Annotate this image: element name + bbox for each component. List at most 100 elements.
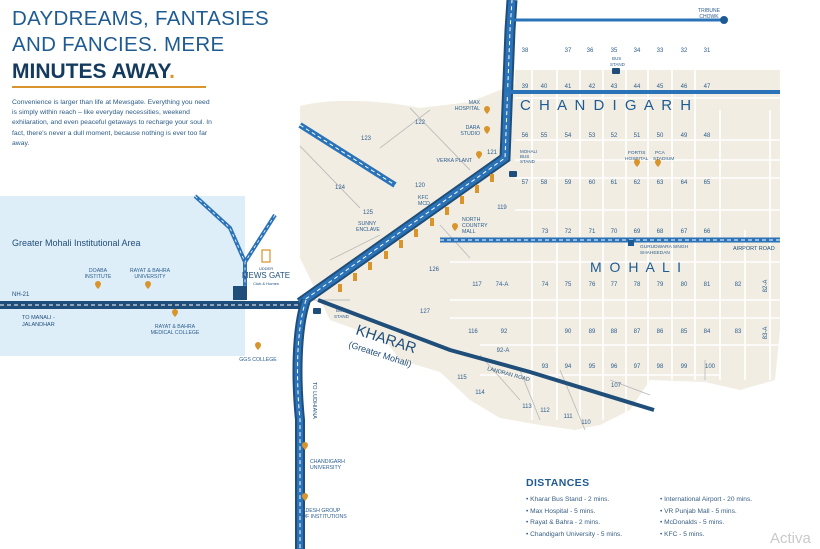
rayatmed-label-2: MEDICAL COLLEGE <box>151 330 200 336</box>
sector-number: 54 <box>565 133 572 139</box>
sector-number: 114 <box>475 390 485 396</box>
sector-number: 55 <box>541 133 548 139</box>
sector-number: 79 <box>657 282 664 288</box>
sector-number: 52 <box>611 133 618 139</box>
distance-item: • Chandigarh University - 5 mins. <box>526 530 623 538</box>
sector-number: 75 <box>565 282 572 288</box>
dara-label-1: DARA <box>466 125 481 131</box>
location-pin-icon <box>484 126 490 134</box>
headline-line-3: MINUTES AWAY. <box>12 58 269 86</box>
bs17-label-1: BUS <box>612 56 621 61</box>
distance-item: • VR Punjab Mall - 5 mins. <box>660 507 737 515</box>
sector-number: 116 <box>468 329 478 335</box>
bus-stand-label-1: BUS <box>336 308 345 313</box>
sector-number: 77 <box>611 282 618 288</box>
headline-line-2: AND FANCIES. MERE <box>12 33 225 56</box>
sector-number: 85 <box>681 329 688 335</box>
sector-number: 74 <box>542 282 549 288</box>
sector-number: 90 <box>565 329 572 335</box>
chandigarh-label: C H A N D I G A R H <box>520 97 693 114</box>
sector-number: 71 <box>589 229 596 235</box>
headline-line-3-text: MINUTES AWAY <box>12 60 170 83</box>
sector-number: 34 <box>634 48 641 54</box>
sector-number: 76 <box>589 282 596 288</box>
bus-stand-label-2: STAND <box>334 314 350 319</box>
location-pin-icon <box>634 159 640 167</box>
ncm-label-1: NORTH <box>462 217 481 223</box>
headline: DAYDREAMS, FANTASIES AND FANCIES. MERE M… <box>12 6 269 88</box>
sector-number: 115 <box>457 375 467 381</box>
sector-number: 83-A <box>763 327 769 340</box>
adesh-label-2: OF INSTITUTIONS <box>302 514 347 520</box>
location-pin-icon <box>172 309 178 317</box>
max-label-2: HOSPITAL <box>455 106 480 112</box>
nh21-label: NH-21 <box>12 292 30 298</box>
sector-number: 56 <box>522 133 529 139</box>
headline-line-1: DAYDREAMS, FANTASIES <box>12 7 269 30</box>
distances-col-2: • International Airport - 20 mins. • VR … <box>660 494 752 540</box>
tribune-label: TRIBUNE <box>698 8 721 14</box>
location-pin-icon <box>476 151 482 159</box>
landmark-labels: MAX HOSPITAL DARA STUDIO VERKA PLANT KFC… <box>85 56 689 520</box>
manali-label-2: JALANDHAR <box>22 322 55 328</box>
ncm-label-2: COUNTRY <box>462 223 488 229</box>
project-logo-icon <box>261 249 271 263</box>
sector-number: 58 <box>541 180 548 186</box>
fortis-label-2: HOSPITAL <box>625 156 649 162</box>
mohali-label: M O H A L I <box>590 259 683 275</box>
sector-number: 87 <box>634 329 641 335</box>
location-pin-icon <box>95 281 101 289</box>
ncm-label-3: MALL <box>462 229 476 235</box>
sector-number: 64 <box>681 180 688 186</box>
kfc-label-1: KFC <box>418 195 429 201</box>
headline-dot: . <box>169 60 175 83</box>
sector-number: 39 <box>522 84 529 90</box>
sector-number: 43 <box>611 84 618 90</box>
sector-number: 59 <box>565 180 572 186</box>
sector-number: 125 <box>363 210 374 216</box>
sector-number: 94 <box>565 364 572 370</box>
sector-number: 31 <box>704 48 711 54</box>
distance-item: • International Airport - 20 mins. <box>660 496 753 503</box>
sector-number: 48 <box>704 133 711 139</box>
sector-number: 73 <box>542 229 549 235</box>
project-square-marker <box>233 286 247 300</box>
chandigarh-road <box>505 18 780 94</box>
verka-label: VERKA PLANT <box>437 158 473 164</box>
sector-number: 45 <box>657 84 664 90</box>
sector-number: 69 <box>634 229 641 235</box>
sector-number: 81 <box>704 282 711 288</box>
sector-number: 72 <box>565 229 572 235</box>
sector-number: 110 <box>581 420 591 426</box>
institutional-roads <box>193 194 277 300</box>
sector-number: 111 <box>563 414 573 420</box>
sector-number: 123 <box>361 136 372 142</box>
sector-number: 92-A <box>497 348 510 354</box>
sector-number: 88 <box>611 329 618 335</box>
rayatmed-label-1: RAYAT & BAHRA <box>155 324 196 330</box>
sector-number: 42 <box>589 84 596 90</box>
location-pin-icon <box>484 106 490 114</box>
sector-number: 70 <box>611 229 618 235</box>
bs17-label-2: STAND <box>610 62 626 67</box>
sector-number: 86 <box>657 329 664 335</box>
sector-number: 93 <box>542 364 549 370</box>
sector-number: 82-A <box>763 280 769 293</box>
sector-number: 113 <box>522 404 532 410</box>
sector-number: 89 <box>589 329 596 335</box>
project-logo-name: MEWS GATE <box>242 271 290 280</box>
square-marker-icon <box>628 240 634 246</box>
doaba-label-2: INSTITUTE <box>85 274 112 280</box>
sector-number: 127 <box>420 309 431 315</box>
sector-number: 107 <box>611 383 622 389</box>
rayat-label-1: RAYAT & BAHRA <box>130 268 171 274</box>
sunny-label-1: SUNNY <box>358 221 377 227</box>
cu-label-2: UNIVERSITY <box>310 465 342 471</box>
dot-marker-icon <box>720 16 728 24</box>
sector-number: 120 <box>415 183 426 189</box>
sector-number: 80 <box>681 282 688 288</box>
sector-number: 98 <box>657 364 664 370</box>
sector-number: 53 <box>589 133 596 139</box>
sector-number: 32 <box>681 48 688 54</box>
sector-number: 99 <box>681 364 688 370</box>
